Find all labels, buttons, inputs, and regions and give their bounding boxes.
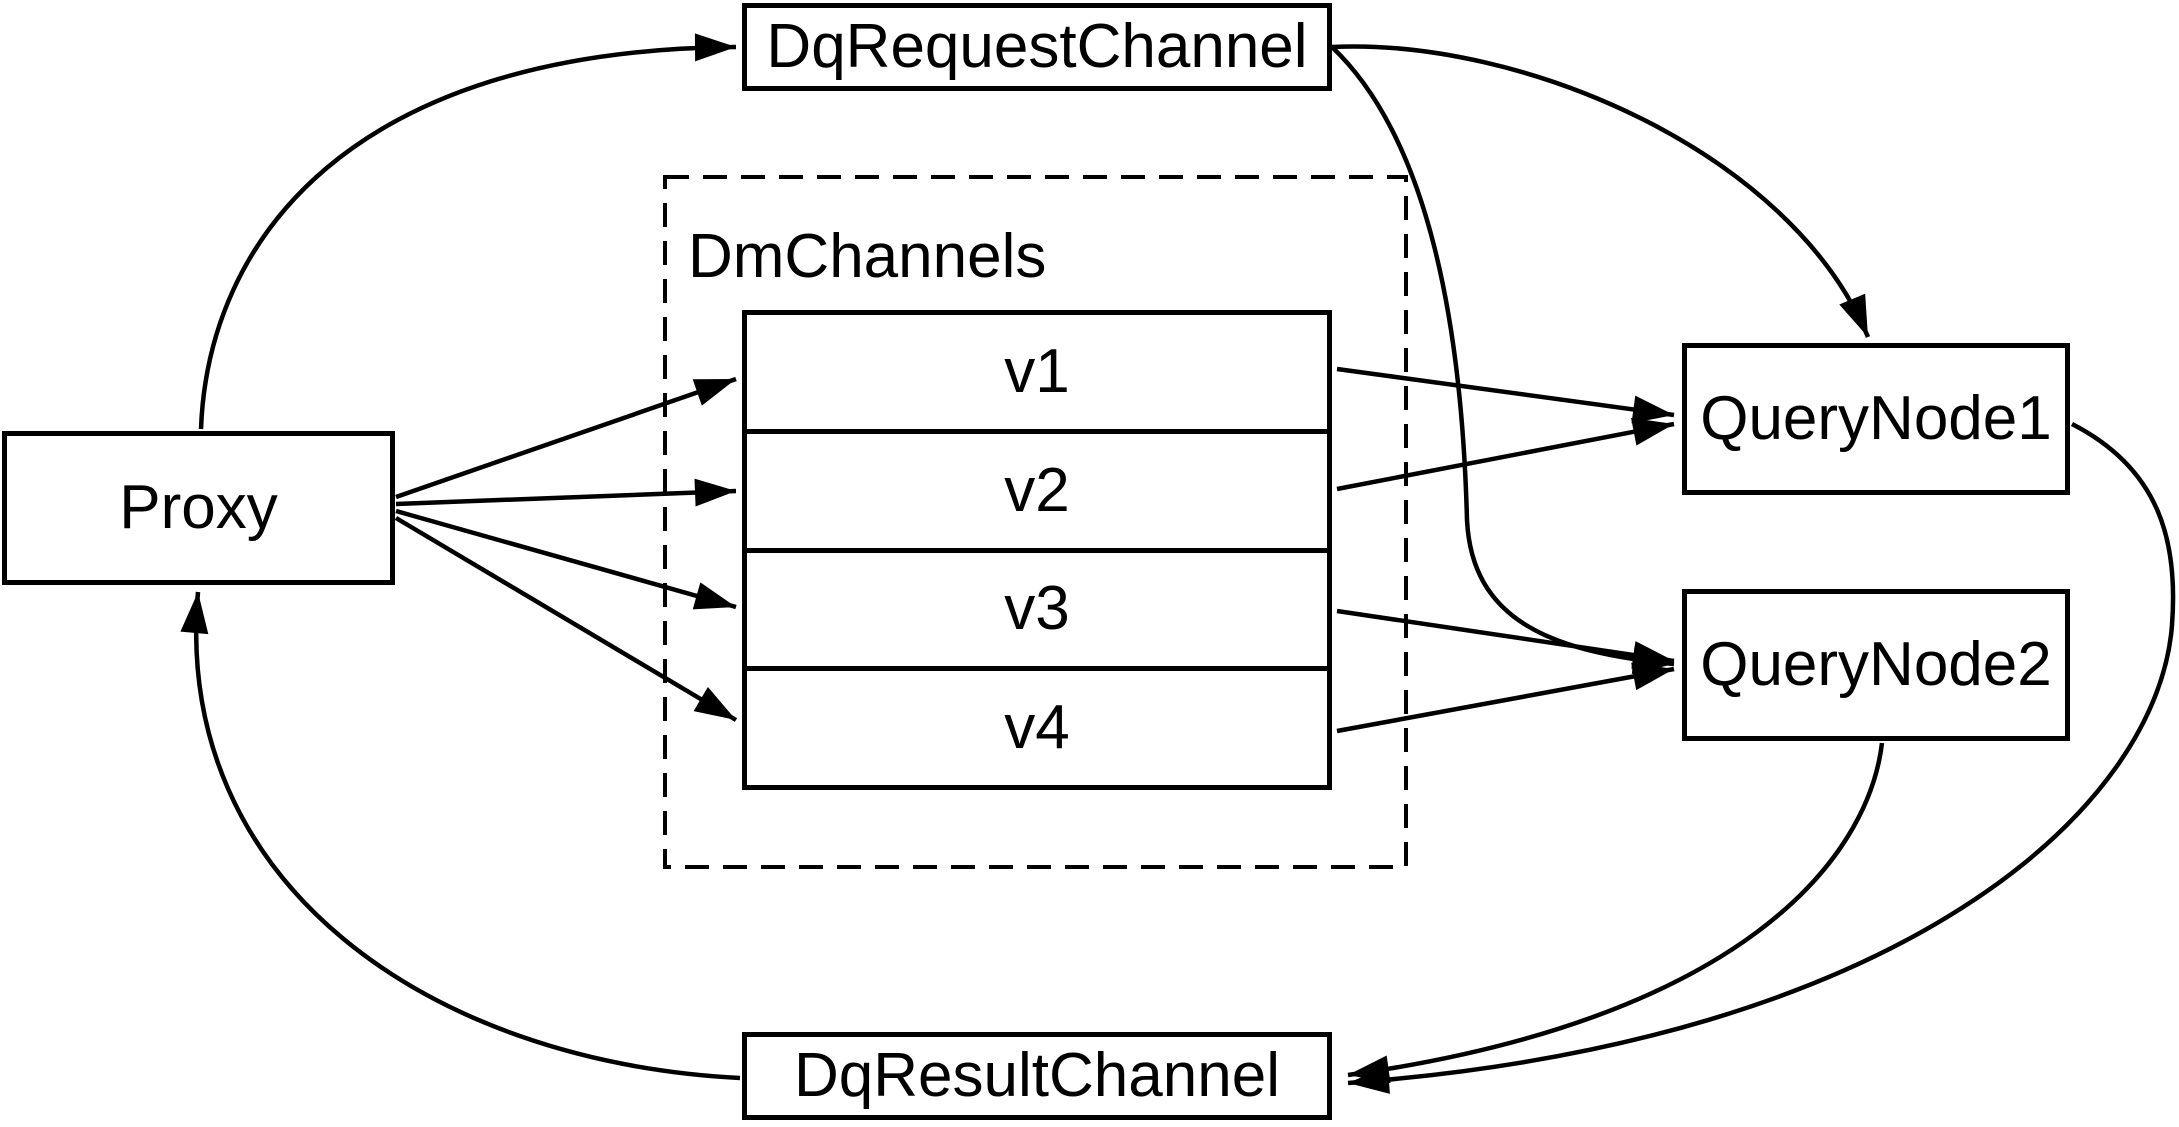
edge-querynode1-to-dqresultchannel [1347,421,2176,1094]
node-querynode2-label: QueryNode2 [1700,630,2052,699]
channel-v3-label: v3 [1004,574,1070,644]
channel-v1-label: v1 [1004,336,1070,406]
node-dqresultchannel: DqResultChannel [742,1032,1332,1120]
node-querynode1: QueryNode1 [1682,343,2070,495]
edge-querynode2-to-dqresultchannel [1347,742,1885,1084]
dmchannels-group-label: DmChannels [688,222,1047,291]
edge-proxy-to-v2 [395,478,737,507]
dmchannels-stack: v1 v2 v3 v4 [742,310,1332,790]
node-dqresultchannel-label: DqResultChannel [794,1041,1280,1110]
node-dqrequestchannel: DqRequestChannel [742,3,1332,91]
node-proxy-label: Proxy [119,473,278,542]
edge-dqresultchannel-to-proxy [180,591,741,1081]
dmchannels-dashed-border [663,175,1408,869]
edge-v4-to-querynode2 [1336,662,1675,734]
channel-v4-label: v4 [1004,693,1070,763]
channel-row-v3: v3 [747,547,1327,667]
channel-row-v4: v4 [747,666,1327,785]
edge-dqrequestchannel-to-querynode1 [1331,44,1871,338]
edge-dqrequestchannel-to-querynode2 [1330,45,1675,674]
channel-row-v2: v2 [747,428,1327,548]
channel-v2-label: v2 [1004,455,1070,525]
edge-proxy-to-v4 [394,516,738,722]
node-proxy: Proxy [2,431,395,585]
edge-proxy-to-v1 [395,376,737,500]
node-dqrequestchannel-label: DqRequestChannel [766,12,1308,81]
edge-proxy-to-dqrequestchannel [198,33,737,430]
node-querynode2: QueryNode2 [1682,589,2070,741]
channel-row-v1: v1 [747,315,1327,429]
edge-proxy-to-v3 [395,508,737,610]
node-querynode1-label: QueryNode1 [1700,384,2052,453]
edge-v1-to-querynode1 [1336,366,1675,424]
edge-v3-to-querynode2 [1336,608,1675,669]
edge-v2-to-querynode1 [1336,418,1675,492]
